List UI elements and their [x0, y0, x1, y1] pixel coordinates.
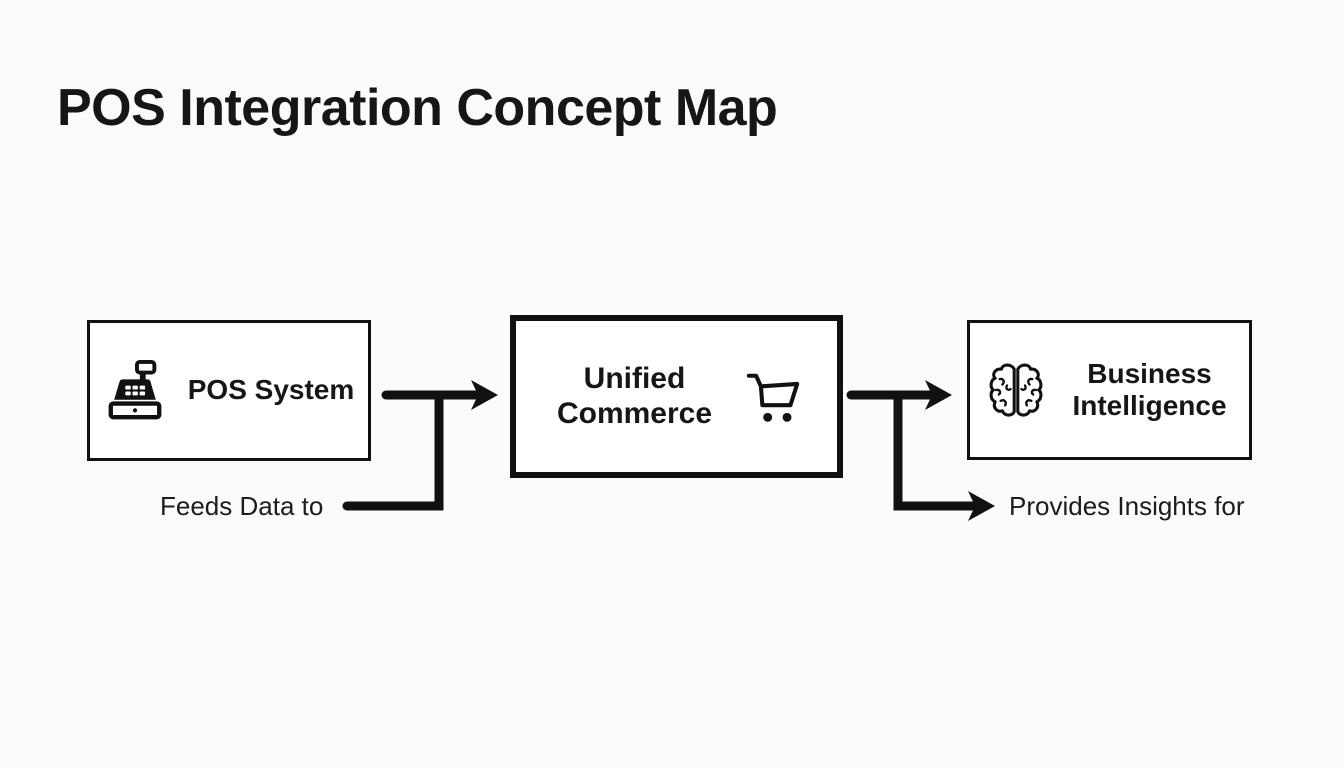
edge-label-feeds-data-to: Feeds Data to: [160, 491, 324, 521]
node-business-intelligence: Business Intelligence: [967, 320, 1252, 460]
shopping-cart-icon: [746, 373, 799, 422]
brain-icon: [989, 363, 1043, 417]
node-label-unified-commerce: Unified Commerce: [556, 361, 713, 430]
node-label-pos-system: POS System: [187, 374, 355, 406]
node-label-business-intelligence: Business Intelligence: [1072, 357, 1227, 421]
node-unified-commerce: Unified Commerce: [510, 315, 843, 478]
cash-register-icon: [108, 359, 162, 419]
node-pos-system: POS System: [87, 320, 371, 461]
page-title: POS Integration Concept Map: [57, 79, 778, 137]
edge-label-provides-insights-for: Provides Insights for: [1009, 491, 1245, 521]
